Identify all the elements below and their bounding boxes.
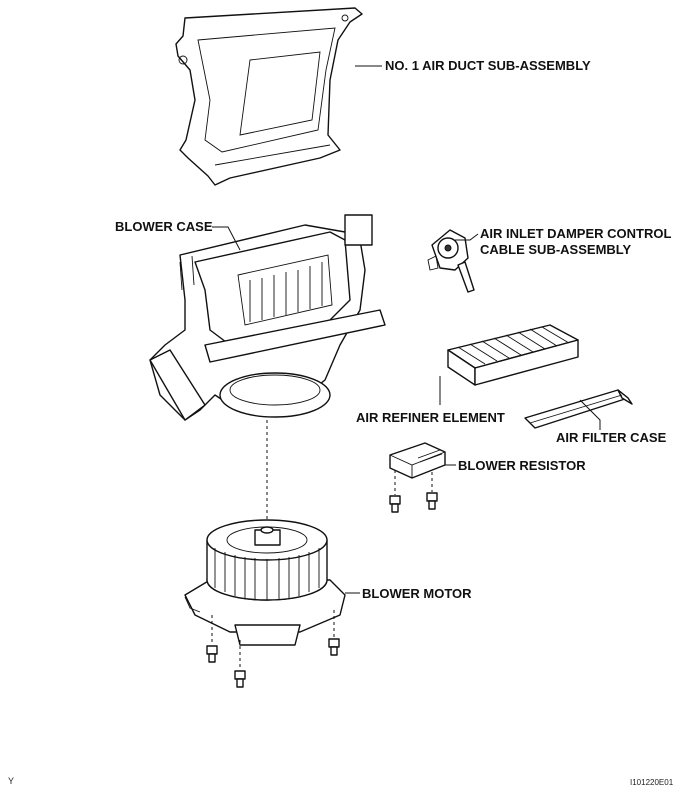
label-air-duct: NO. 1 AIR DUCT SUB-ASSEMBLY [385,58,591,73]
leader-filter-case [579,399,601,430]
resistor-screw-right [426,472,438,510]
motor-screw-center [234,640,246,688]
label-blower-resistor: BLOWER RESISTOR [458,458,586,473]
figure-code: I101220E01 [630,778,674,787]
blower-case-part [149,214,386,421]
label-damper-cable-line2: CABLE SUB-ASSEMBLY [480,242,632,257]
blower-resistor-part [389,442,446,479]
resistor-screw-left [389,470,401,513]
label-damper-cable-line1: AIR INLET DAMPER CONTROL [480,226,672,241]
leader-blower-case [212,226,241,251]
label-refiner-element: AIR REFINER ELEMENT [356,410,505,425]
leader-damper-cable [455,233,479,241]
damper-cable-part [427,229,475,293]
label-blower-case: BLOWER CASE [115,219,213,234]
footer-left-mark: Y [8,776,15,786]
label-blower-motor: BLOWER MOTOR [362,586,472,601]
air-refiner-element-part [447,324,579,386]
blower-motor-part [184,519,346,646]
air-filter-case-part [524,389,633,429]
motor-screw-left [206,615,218,663]
air-duct-part [175,7,363,186]
label-filter-case: AIR FILTER CASE [556,430,667,445]
motor-screw-right [328,610,340,656]
